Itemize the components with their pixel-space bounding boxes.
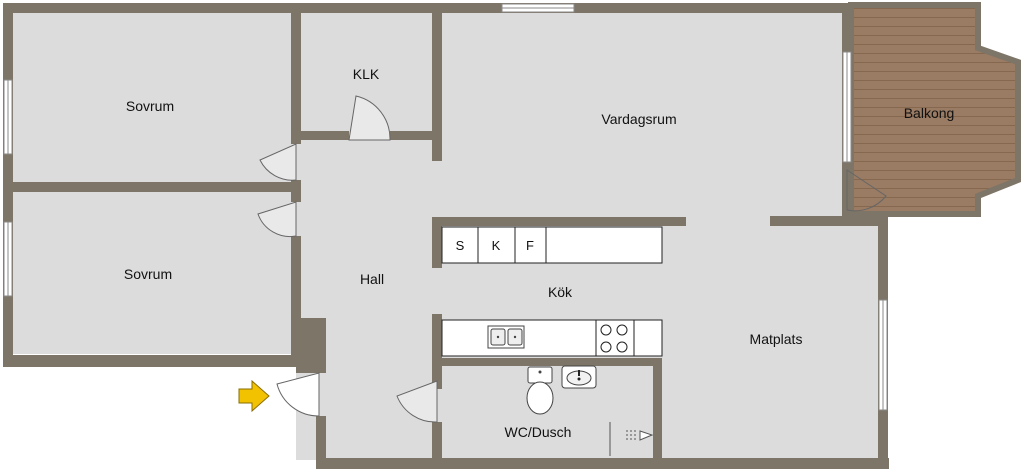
- appliance-f: F: [526, 238, 534, 253]
- room-label-klk: KLK: [353, 66, 380, 82]
- kitchen-counter-upper: S K F: [441, 226, 663, 264]
- room-label-sovrum-upper: Sovrum: [126, 98, 174, 114]
- entry-arrow-icon: [238, 379, 270, 413]
- room-label-kok: Kök: [548, 284, 573, 300]
- windows: [3, 3, 888, 411]
- room-label-hall: Hall: [360, 271, 384, 287]
- room-label-balkong: Balkong: [904, 105, 955, 121]
- washbasin-icon: [561, 365, 597, 389]
- room-labels: Sovrum Sovrum KLK Vardagsrum Balkong Hal…: [124, 66, 954, 440]
- kitchen-counter-lower: [441, 319, 663, 357]
- balcony-floor: [848, 2, 1021, 217]
- door-klk: [348, 95, 391, 141]
- shower-icon: [609, 422, 654, 456]
- door-sovrum-upper: [259, 143, 297, 181]
- toilet-icon: [526, 366, 554, 415]
- appliance-k: K: [492, 238, 501, 253]
- door-entry: [276, 372, 320, 417]
- kitchen-sink-icon: [487, 325, 525, 349]
- door-sovrum-lower: [257, 201, 297, 238]
- room-label-wc-dusch: WC/Dusch: [505, 424, 572, 440]
- room-label-sovrum-lower: Sovrum: [124, 266, 172, 282]
- appliance-s: S: [456, 238, 465, 253]
- door-balcony: [846, 169, 887, 212]
- door-wc: [396, 380, 438, 423]
- doors: [257, 95, 887, 423]
- room-label-vardagsrum: Vardagsrum: [601, 111, 676, 127]
- stove-icon: [595, 319, 635, 357]
- room-label-matplats: Matplats: [750, 331, 803, 347]
- floors: [10, 10, 880, 460]
